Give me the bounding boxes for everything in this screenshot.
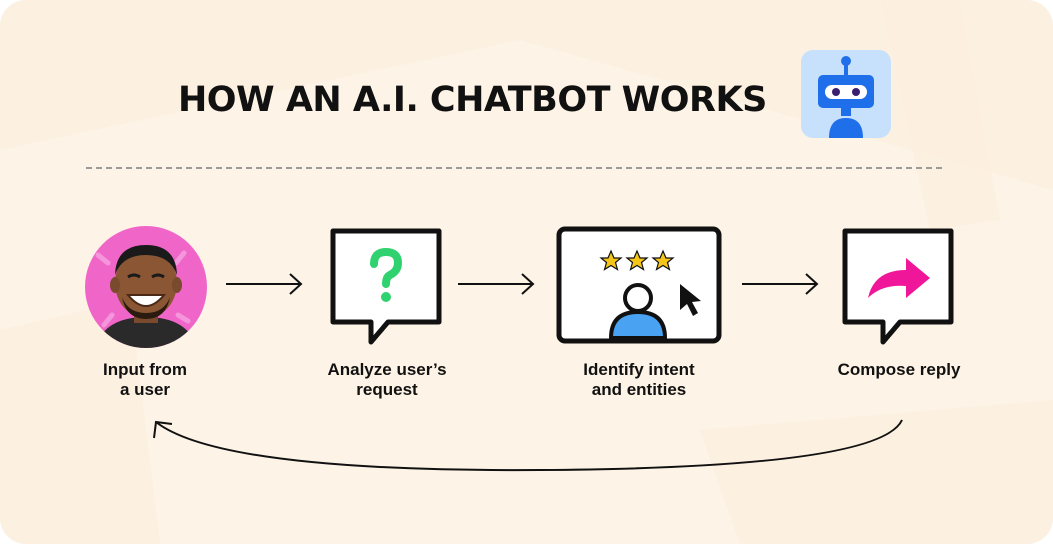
step-label-analyze: Analyze user’s request <box>327 360 447 399</box>
robot-icon <box>818 56 874 138</box>
step-label-compose: Compose reply <box>837 360 961 379</box>
question-mark-icon <box>330 228 442 345</box>
step-label-identify: Identify intent and entities <box>583 360 695 399</box>
right-arrow-icon <box>458 273 535 295</box>
dashed-divider <box>86 167 942 169</box>
page-title: HOW AN A.I. CHATBOT WORKS <box>178 80 767 120</box>
robot-icon-tile <box>801 50 891 138</box>
step-label-input: Input from a user <box>102 360 188 399</box>
right-arrow-icon <box>226 273 303 295</box>
user-avatar <box>85 226 207 348</box>
return-loop-arrow-icon <box>153 419 903 472</box>
star-icon <box>599 249 675 271</box>
screen-with-user-and-stars-icon <box>556 226 722 344</box>
right-arrow-icon <box>742 273 819 295</box>
reply-arrow-icon <box>842 228 954 345</box>
